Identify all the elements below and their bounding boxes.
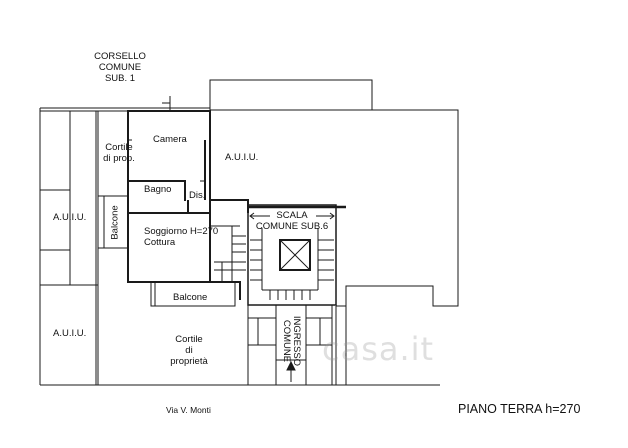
cortile-proprieta-line-3: proprietà [170,356,208,367]
stair-steps [250,228,334,300]
cortile-prop-line-1: Cortile [105,142,133,153]
soggiorno-line-1: Soggiorno H=270 [144,226,219,237]
balcone-vertical-label: Balcone [109,205,121,240]
watermark: casa.it [322,330,435,368]
elevator-shaft [279,239,311,271]
auiu-left-bottom-label: A.U.I.U. [53,328,87,339]
auiu-top-label: A.U.I.U. [225,152,259,163]
scala-label: SCALA COMUNE SUB.6 [254,210,330,232]
soggiorno-line-2: Cottura [144,237,176,248]
corsello-line-2: COMUNE [98,62,142,73]
ingresso-line-2: COMUNE [281,319,292,363]
cortile-prop-line-2: di prop. [103,153,135,164]
soggiorno-label: Soggiorno H=270 Cottura [144,226,218,248]
auiu-left-top-label: A.U.I.U. [53,212,87,223]
floor-title: PIANO TERRA h=270 [458,402,581,416]
street-label: Via V. Monti [166,405,211,415]
corsello-label: CORSELLO COMUNE SUB. 1 [88,51,152,84]
cortile-proprieta-line-1: Cortile [175,334,203,345]
ingresso-line-1: INGRESSO [291,315,302,367]
cortile-proprieta-label: Cortile di proprietà [165,334,213,367]
camera-label: Camera [153,134,187,145]
small-stair [214,226,246,282]
corsello-line-1: CORSELLO [94,51,146,62]
bagno-label: Bagno [144,184,172,195]
scala-line-1: SCALA [276,210,308,221]
corsello-line-3: SUB. 1 [104,73,136,84]
balcone-bottom [150,281,236,307]
balcone-bottom-label: Balcone [173,292,208,303]
auiu-block-outline [209,79,459,307]
ingresso-label: INGRESSO COMUNE [281,306,302,376]
dis-label: Dis. [189,190,206,201]
scala-line-2: COMUNE SUB.6 [255,221,329,232]
cortile-proprieta-line-2: di [185,345,193,356]
cortile-prop-label: Cortile di prop. [100,142,138,164]
